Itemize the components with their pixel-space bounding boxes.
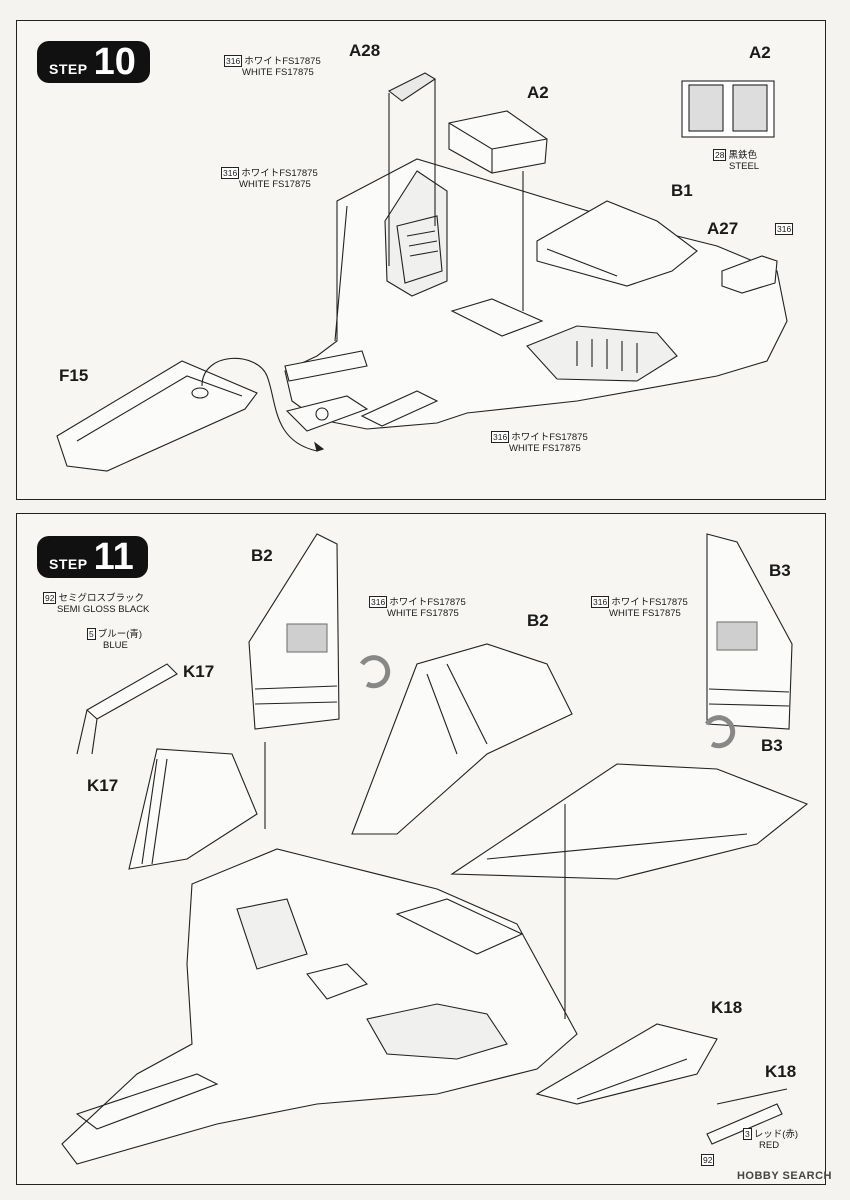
step-10-badge: STEP 10 <box>37 41 150 83</box>
color-name-jp: ホワイトFS17875 <box>511 432 588 443</box>
part-label-b2-main: B2 <box>527 611 549 630</box>
part-label-k18-b: K18 <box>765 1062 797 1081</box>
part-label-a2: A2 <box>527 83 549 102</box>
color-name-jp: レッド(赤) <box>753 1129 799 1140</box>
color-name-jp: ホワイトFS17875 <box>241 168 318 179</box>
color-name-en: RED <box>759 1140 780 1151</box>
step-number: 10 <box>93 41 136 83</box>
color-name-jp: ブルー(青) <box>97 629 143 640</box>
step-word: STEP <box>49 61 88 77</box>
color-name-en: SEMI GLOSS BLACK <box>57 604 150 615</box>
paint-number: 28 <box>713 149 727 161</box>
paint-number: 92 <box>701 1154 715 1166</box>
part-label-a28: A28 <box>349 41 381 60</box>
paint-number: 316 <box>491 431 510 443</box>
part-label-k17-left: K17 <box>87 776 119 795</box>
color-callout-a27-number: 316 <box>775 223 795 235</box>
step-10-illustration <box>56 72 788 472</box>
part-label-b3-main: B3 <box>761 736 783 755</box>
step-word: STEP <box>49 556 88 572</box>
part-label-b3-small: B3 <box>769 561 791 580</box>
step-number: 11 <box>93 536 134 578</box>
watermark: HOBBY SEARCH <box>736 1170 832 1182</box>
paint-number: 316 <box>369 596 388 608</box>
paint-number: 3 <box>743 1128 752 1140</box>
part-label-b2-small: B2 <box>251 546 273 565</box>
paint-number: 316 <box>775 223 794 235</box>
color-name-en: STEEL <box>729 161 760 172</box>
color-name-jp: セミグロスブラック <box>58 593 144 604</box>
part-label-a27: A27 <box>707 219 739 238</box>
part-label-k17-top: K17 <box>183 662 215 681</box>
step-11-illustration <box>61 533 809 1165</box>
color-name-en: WHITE FS17875 <box>609 608 681 619</box>
paint-number: 92 <box>43 592 57 604</box>
color-name-en: WHITE FS17875 <box>242 67 314 78</box>
color-callout-k18-number: 92 <box>701 1154 716 1166</box>
color-name-jp: ホワイトFS17875 <box>611 597 688 608</box>
paint-number: 316 <box>224 55 243 67</box>
part-label-k18-a: K18 <box>711 998 743 1017</box>
color-name-en: WHITE FS17875 <box>387 608 459 619</box>
step-11-badge: STEP 11 <box>37 536 148 578</box>
color-name-en: BLUE <box>103 640 128 651</box>
color-name-jp: ホワイトFS17875 <box>244 56 321 67</box>
part-label-b1: B1 <box>671 181 693 200</box>
color-name-jp: ホワイトFS17875 <box>389 597 466 608</box>
paint-number: 316 <box>591 596 610 608</box>
color-name-en: WHITE FS17875 <box>239 179 311 190</box>
paint-number: 316 <box>221 167 240 179</box>
part-label-a2-inset: A2 <box>749 43 771 62</box>
color-name-en: WHITE FS17875 <box>509 443 581 454</box>
part-label-f15: F15 <box>59 366 89 385</box>
paint-number: 5 <box>87 628 96 640</box>
color-name-jp: 黒鉄色 <box>728 150 757 161</box>
